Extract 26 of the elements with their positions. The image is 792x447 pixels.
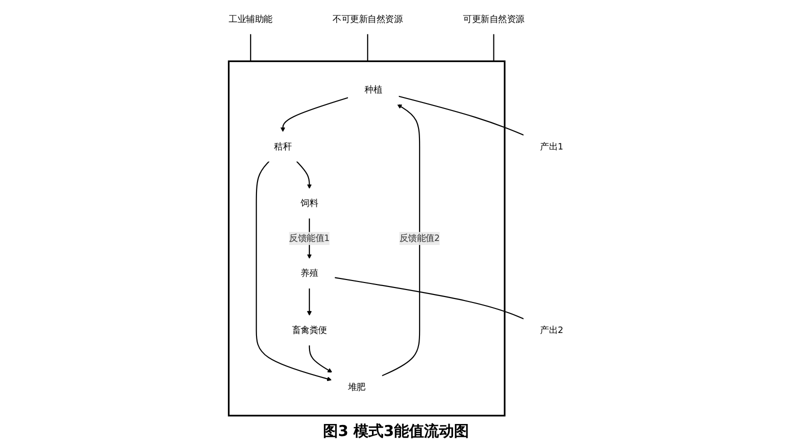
arrow xyxy=(296,160,312,189)
connector xyxy=(398,96,524,136)
node-text: 畜禽粪便 xyxy=(292,324,327,336)
node-text: 秸秆 xyxy=(274,141,292,152)
connector xyxy=(334,277,524,320)
arrow xyxy=(308,345,332,373)
node-text: 不可更新自然资源 xyxy=(332,14,403,24)
node-text: 工业辅助能 xyxy=(228,14,272,24)
arrow xyxy=(382,104,420,376)
node-text: 种植 xyxy=(364,84,382,95)
node-text: 养殖 xyxy=(300,268,318,278)
arrow xyxy=(256,160,332,382)
cluster xyxy=(228,60,506,416)
node-text: 产出2 xyxy=(540,324,564,336)
node-text: 堆肥 xyxy=(348,382,366,392)
node-text: 产出1 xyxy=(540,141,564,152)
connector xyxy=(367,34,368,62)
node-text: 饲料 xyxy=(300,198,318,208)
caption: 图3 模式3能值流动图 xyxy=(322,421,470,442)
arrow xyxy=(306,288,312,316)
node-text: 可更新自然资源 xyxy=(463,14,524,24)
connector xyxy=(493,34,494,62)
connector xyxy=(250,34,252,62)
arrow xyxy=(280,97,348,132)
edge-label: 反馈能值2 xyxy=(399,232,440,244)
edge-label: 反馈能值1 xyxy=(289,232,330,244)
